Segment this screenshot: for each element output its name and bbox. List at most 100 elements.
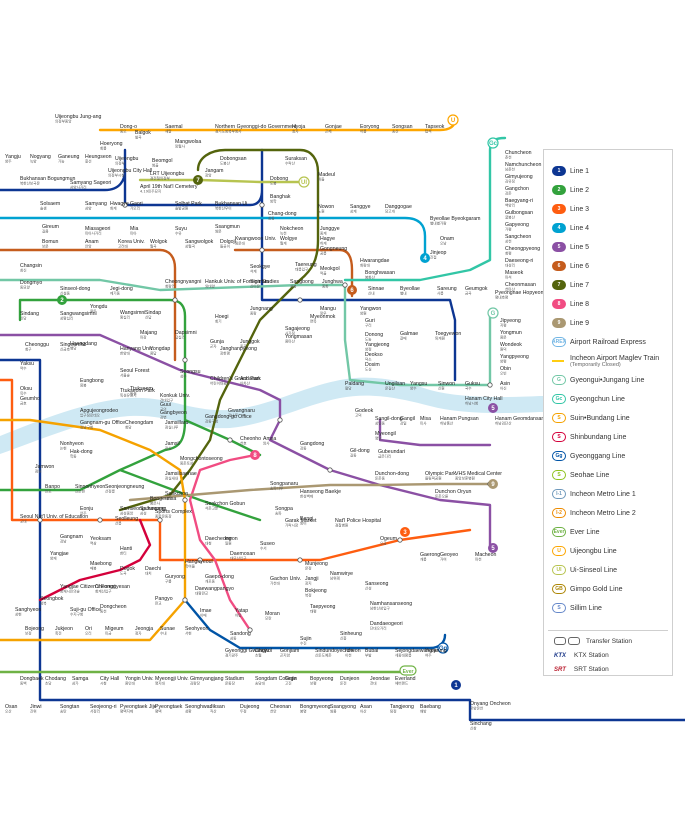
station-label[interactable]: Banghak xyxy=(270,194,291,200)
station-label[interactable]: Jipyeong xyxy=(500,318,521,324)
station-label[interactable]: Mangwolsa xyxy=(175,139,201,145)
station-label[interactable]: Geoyeo xyxy=(440,552,458,558)
station-label[interactable]: Byeollae xyxy=(400,286,420,292)
station-label[interactable]: Galmae xyxy=(400,331,418,337)
station-label[interactable]: Sangil-dong xyxy=(375,416,403,422)
station-label[interactable]: Jamsilsaenae xyxy=(165,471,197,477)
station-label[interactable]: Gapyeong xyxy=(505,222,529,228)
station-label[interactable]: Seongsu xyxy=(180,369,201,375)
station-label[interactable]: Cheonho xyxy=(240,436,261,442)
station-label[interactable]: Wolgok xyxy=(150,239,168,245)
station-label[interactable]: Seoul Nat'l Univ. of Education xyxy=(20,514,88,520)
station-label[interactable]: Gireum xyxy=(42,224,59,230)
station-label[interactable]: Wondeok xyxy=(500,342,522,348)
station-label[interactable]: Gimyujeong xyxy=(505,174,533,180)
station-label[interactable]: Yangju xyxy=(5,154,21,160)
station-label[interactable]: Bukhansan Bogungmun xyxy=(20,176,75,182)
station-label[interactable]: Irwon xyxy=(225,536,238,542)
station-label[interactable]: Bonghwasan xyxy=(365,270,395,276)
station-label[interactable]: Yongdap xyxy=(150,346,170,352)
station-label[interactable]: City Hall xyxy=(100,676,119,682)
station-label[interactable]: Suraksan xyxy=(285,156,307,162)
station-label[interactable]: Jangam xyxy=(205,168,223,174)
station-label[interactable]: Haengdang xyxy=(70,341,97,347)
station-label[interactable]: Guksu xyxy=(465,381,480,387)
station-label[interactable]: Dogok xyxy=(120,566,135,572)
station-label[interactable]: Seonghwan xyxy=(185,704,213,710)
station-label[interactable]: Jamwon xyxy=(35,464,54,470)
station-label[interactable]: Bomun xyxy=(42,239,59,245)
station-label[interactable]: Osan xyxy=(5,704,18,710)
station-label[interactable]: Cheonggyesan xyxy=(95,584,130,590)
station-label[interactable]: Imae xyxy=(200,608,212,614)
station-label[interactable]: Garak Market xyxy=(285,518,317,524)
station-label[interactable]: Beomgol xyxy=(152,158,172,164)
station-label[interactable]: Wangsimni xyxy=(120,310,145,316)
station-label[interactable]: Seokchon xyxy=(165,491,188,497)
station-label[interactable]: Mongchontoseong xyxy=(180,456,223,462)
station-label[interactable]: Ori xyxy=(85,626,92,632)
station-label[interactable]: Sinwon xyxy=(438,381,455,387)
station-label[interactable]: Jinjeop xyxy=(430,250,447,256)
station-label[interactable]: Myeongil xyxy=(375,431,396,437)
station-label[interactable]: Nowon xyxy=(318,204,334,210)
station-label[interactable]: Taereung xyxy=(295,262,317,268)
station-label[interactable]: Asan xyxy=(360,704,372,710)
station-label[interactable]: Jukjeon xyxy=(55,626,73,632)
station-label[interactable]: Sareung xyxy=(437,286,457,292)
station-label[interactable]: Solbat Park xyxy=(175,201,202,207)
station-label[interactable]: Eoryong xyxy=(360,124,379,130)
station-label[interactable]: Cheonmasan xyxy=(505,282,536,288)
station-label[interactable]: Bangi xyxy=(300,516,313,522)
station-label[interactable]: Daewangpangyo xyxy=(195,586,234,592)
station-label[interactable]: Dosim xyxy=(365,362,380,368)
station-label[interactable]: Hagye xyxy=(320,236,335,242)
station-label[interactable]: Icheon xyxy=(345,648,361,654)
station-label[interactable]: Hanseong Baekje xyxy=(300,489,341,495)
station-label[interactable]: Gyeonggi Gwangju xyxy=(225,648,269,654)
station-label[interactable]: Songsan xyxy=(392,124,413,130)
station-label[interactable]: Donong xyxy=(365,332,383,338)
station-label[interactable]: Ungilsan xyxy=(385,381,405,387)
station-label[interactable]: Guri xyxy=(365,318,375,324)
station-label[interactable]: Sindang xyxy=(20,311,39,317)
station-label[interactable]: Jamsillaru xyxy=(165,420,188,426)
station-label[interactable]: Chang-dong xyxy=(268,211,297,217)
station-label[interactable]: Ganeung xyxy=(58,154,79,160)
station-label[interactable]: Maebong xyxy=(90,561,112,567)
station-label[interactable]: Sagajeong xyxy=(285,326,310,332)
station-label[interactable]: Byeollae Byeokgaram xyxy=(430,216,480,222)
station-label[interactable]: Suseo xyxy=(260,541,275,547)
station-label[interactable]: Gaori xyxy=(130,201,143,207)
station-label[interactable]: Yangpyeong xyxy=(500,354,529,360)
station-label[interactable]: Sangcheon xyxy=(505,234,531,240)
station-label[interactable]: Yangwon xyxy=(360,306,381,312)
station-label[interactable]: Daeseong-ri xyxy=(505,258,533,264)
station-label[interactable]: Nogyang xyxy=(30,154,51,160)
station-label[interactable]: Nonhyeon xyxy=(60,441,84,447)
station-label[interactable]: Achasan xyxy=(240,376,260,382)
station-label[interactable]: Songtan xyxy=(60,704,79,710)
station-label[interactable]: Moran xyxy=(265,611,280,617)
station-label[interactable]: Hanam City Hall xyxy=(465,396,502,402)
station-label[interactable]: Asin xyxy=(500,381,510,387)
station-label[interactable]: April 19th Nat'l Cemetery xyxy=(140,184,198,190)
station-label[interactable]: Tapseok xyxy=(425,124,445,130)
station-label[interactable]: Pyeongtaek xyxy=(155,704,183,710)
station-label[interactable]: Jeongja xyxy=(135,626,153,632)
station-label[interactable]: Namwirye xyxy=(330,571,353,577)
station-label[interactable]: Yangjae Citizen's Forest xyxy=(60,584,116,590)
station-label[interactable]: Gongneung xyxy=(320,246,347,252)
station-label[interactable]: Gangnam xyxy=(60,534,83,540)
station-label[interactable]: Banpo xyxy=(45,484,60,490)
station-label[interactable]: Hankuk Univ. of Foreign Studies xyxy=(205,279,279,285)
station-label[interactable]: Samga xyxy=(72,676,89,682)
station-label[interactable]: Jeondae xyxy=(370,676,390,682)
station-label[interactable]: Saemal xyxy=(165,124,183,130)
station-label[interactable]: Daemosan xyxy=(230,551,255,557)
station-label[interactable]: Seokchon Gobun xyxy=(205,501,245,507)
station-label[interactable]: Gubeundari xyxy=(378,449,405,455)
station-label[interactable]: Dolgoji xyxy=(220,239,236,245)
station-label[interactable]: Sujin xyxy=(300,636,312,642)
station-label[interactable]: Myeongji Univ. xyxy=(155,676,189,682)
